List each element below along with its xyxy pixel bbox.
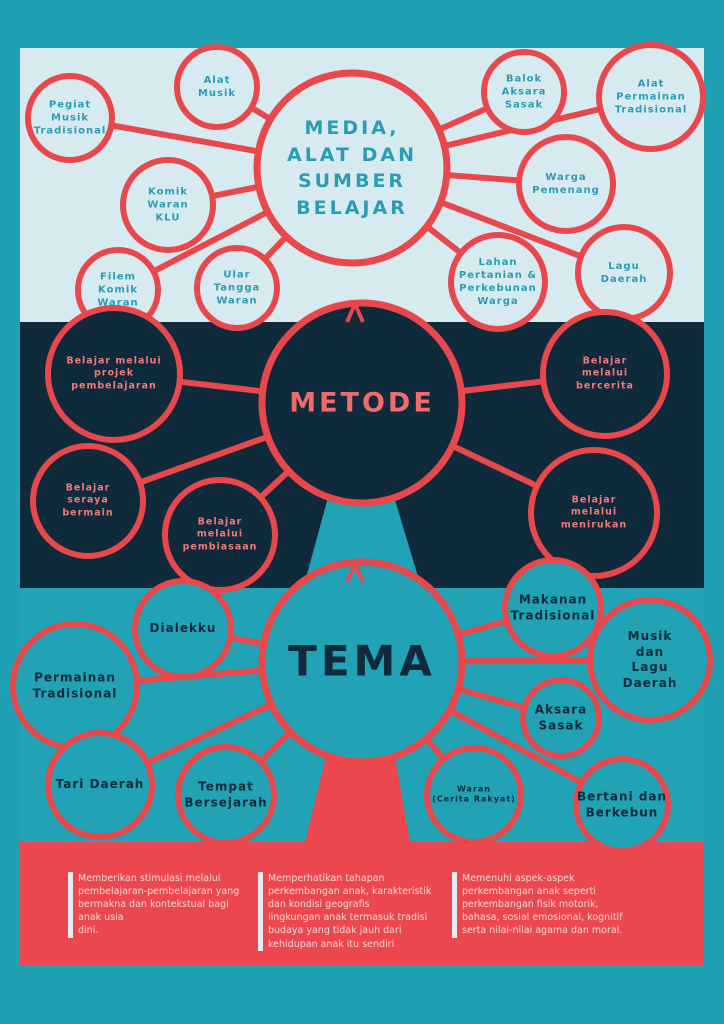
node-circle	[596, 42, 706, 152]
section-title: METODE	[289, 387, 435, 419]
node-label: Dialekku	[149, 621, 217, 636]
principle-1: Memberikan stimulasi melalui pembelajara…	[68, 872, 253, 938]
node-label: Tempat Bersejarah	[184, 779, 268, 809]
node-circle	[502, 557, 604, 659]
funnel-tema	[305, 740, 410, 842]
node-circle	[516, 134, 616, 234]
node-circle	[175, 744, 277, 846]
node-circle	[30, 443, 146, 559]
caret-up-icon	[345, 299, 365, 323]
node-label: Musik dan Lagu Daerah	[622, 628, 678, 690]
caret-up-icon	[345, 559, 365, 583]
node-label: Lagu Daerah	[600, 261, 648, 285]
node-label: Belajar melalui menirukan	[560, 494, 628, 531]
node-circle	[45, 730, 155, 840]
node-label: Alat Musik	[197, 75, 237, 99]
node-label: Pegiat Musik Tradisional	[33, 99, 107, 137]
node-label: Belajar melalui bercerita	[576, 355, 634, 392]
section-title: TEMA	[288, 636, 436, 686]
node-label: Lahan Pertanian & Perkebunan Warga	[458, 257, 538, 307]
node-label: Tari Daerah	[55, 777, 145, 792]
main-circle	[258, 558, 466, 766]
node-label: Balok Aksara Sasak	[501, 73, 547, 111]
node-circle	[520, 677, 602, 759]
node-label: Belajar melalui pembiasaan	[182, 516, 258, 553]
node-label: Belajar melalui projek pembelajaran	[66, 355, 162, 392]
node-label: Komik Waran KLU	[147, 186, 189, 224]
node-circle	[481, 49, 567, 135]
node-circle	[132, 578, 234, 680]
section-title: MEDIA, ALAT DAN SUMBER BELAJAR	[287, 116, 417, 219]
node-circle	[424, 745, 524, 845]
node-circle	[528, 447, 660, 579]
node-circle	[587, 597, 713, 723]
main-circle	[253, 69, 451, 267]
node-label: Belajar seraya bermain	[62, 482, 114, 519]
node-label: Ular Tangga Waran	[213, 269, 261, 307]
node-label: Waran (Cerita Rakyat)	[432, 784, 516, 804]
node-circle	[120, 157, 216, 253]
node-label: Alat Permainan Tradisional	[614, 78, 688, 116]
node-label: Aksara Sasak	[534, 702, 588, 732]
node-label: Warga Pemenang	[532, 172, 600, 196]
node-circle	[194, 245, 280, 331]
main-circle	[258, 299, 466, 507]
node-circle	[162, 477, 278, 593]
node-circle	[174, 44, 260, 130]
node-label: Permainan Tradisional	[32, 670, 118, 700]
node-circle	[448, 232, 548, 332]
section-principles-bg	[20, 842, 704, 965]
node-label: Bertani dan Berkebun	[576, 789, 668, 819]
node-circle	[25, 73, 115, 163]
principle-2: Memperhatikan tahapan perkembangan anak,…	[258, 872, 448, 951]
node-circle	[540, 309, 670, 439]
node-circle	[573, 756, 671, 854]
node-label: Filem Komik Waran	[97, 271, 139, 309]
principle-3: Memenuhi aspek-aspek perkembangan anak s…	[452, 872, 642, 938]
node-label: Makanan Tradisional	[510, 592, 596, 622]
node-circle	[45, 305, 183, 443]
